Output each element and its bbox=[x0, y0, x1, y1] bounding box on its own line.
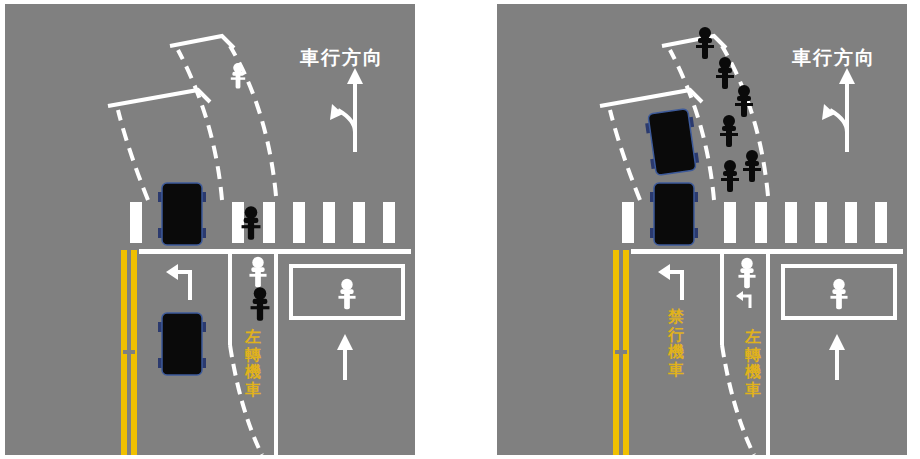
car-icon bbox=[650, 183, 698, 245]
car-icon bbox=[644, 108, 700, 176]
road-panel bbox=[497, 4, 907, 455]
motorcycle-icon bbox=[743, 150, 761, 182]
car-icon bbox=[158, 313, 206, 375]
lane-marking-text: 左轉機車 bbox=[745, 328, 761, 398]
direction-label: 車行方向 bbox=[300, 45, 384, 71]
lane-marking-text: 左轉機車 bbox=[245, 328, 261, 398]
motorcycle-icon bbox=[721, 160, 739, 192]
motorcycle-icon bbox=[720, 115, 738, 147]
motorcycle-icon bbox=[738, 258, 755, 288]
motorcycle-icon bbox=[251, 287, 270, 321]
road-surface bbox=[5, 4, 415, 455]
motorcycle-icon bbox=[249, 257, 266, 287]
motorcycle-icon bbox=[830, 279, 847, 309]
road-surface bbox=[497, 4, 907, 455]
car-icon bbox=[158, 183, 206, 245]
motorcycle-icon bbox=[716, 57, 734, 89]
motorcycle-icon bbox=[231, 63, 245, 89]
road-panel bbox=[5, 4, 415, 455]
motorcycle-icon bbox=[735, 85, 753, 117]
direction-label: 車行方向 bbox=[792, 45, 876, 71]
motorcycle-icon bbox=[696, 27, 714, 59]
motorcycle-icon bbox=[338, 279, 355, 309]
lane-marking-text: 禁行機車 bbox=[668, 308, 684, 378]
motorcycle-icon bbox=[242, 206, 261, 240]
